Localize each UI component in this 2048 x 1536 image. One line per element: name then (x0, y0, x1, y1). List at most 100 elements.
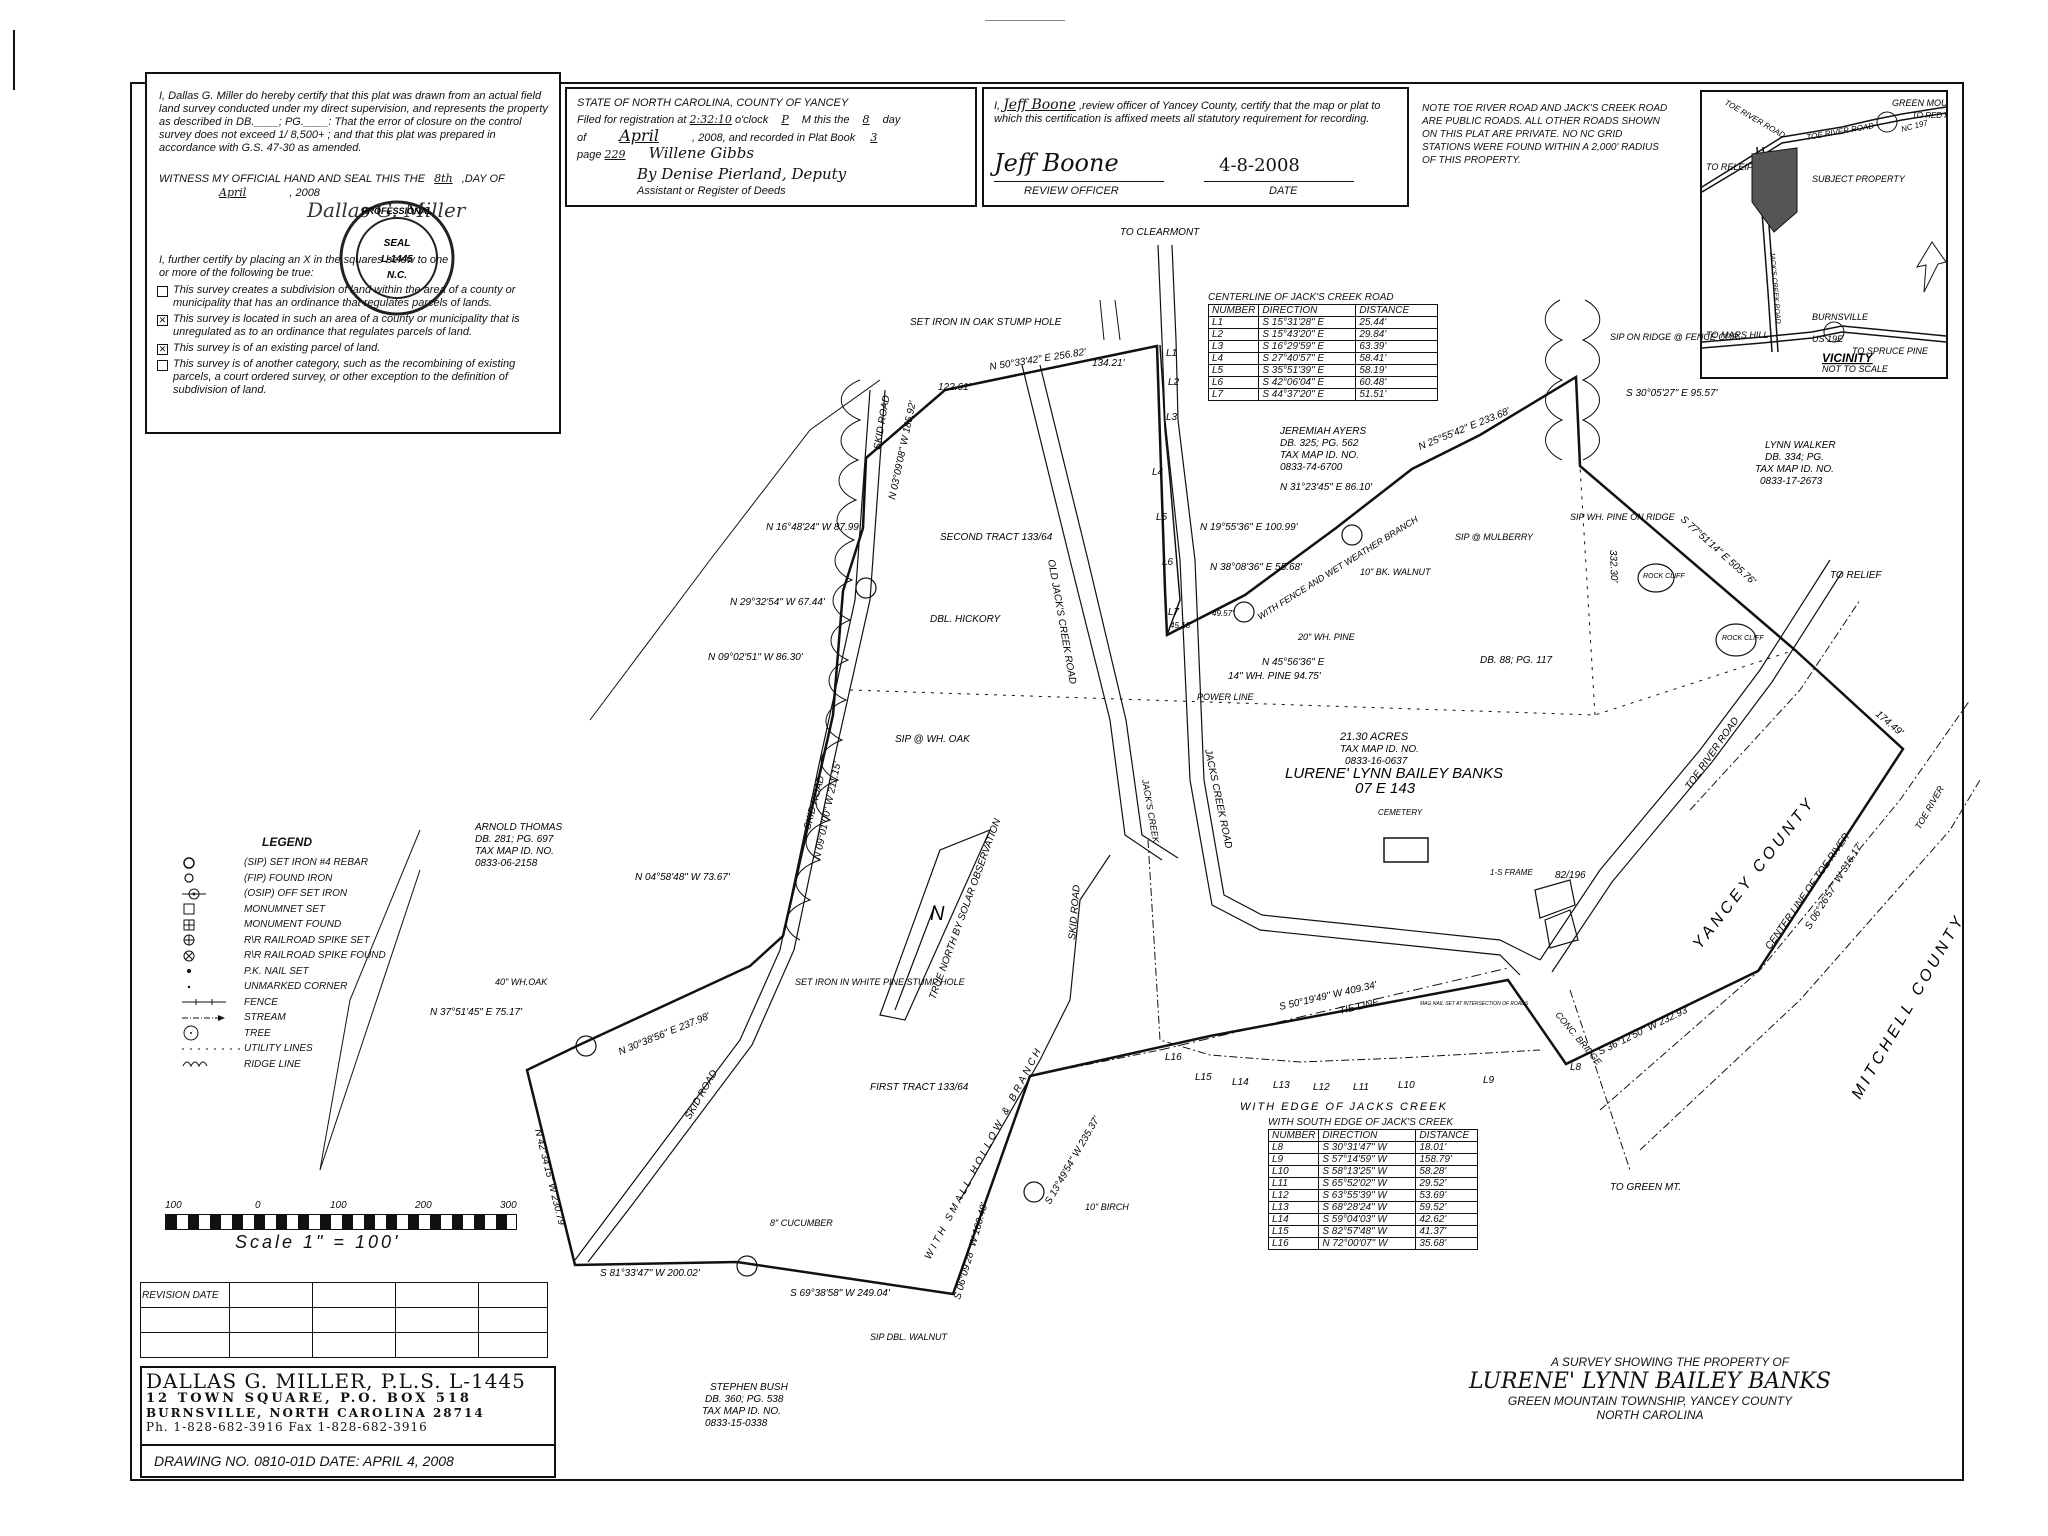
line-label-L11: L11 (1353, 1082, 1369, 1093)
power-line-label: POWER LINE (1197, 692, 1255, 702)
distance-label: 174.49' (1873, 709, 1906, 739)
north-letter: N (930, 903, 945, 925)
registration-line-2: of April , 2008, and recorded in Plat Bo… (577, 126, 878, 145)
legend-label: RIDGE LINE (244, 1058, 301, 1070)
dot-icon (182, 964, 244, 978)
table-cell: S 57°14'59" W (1318, 1153, 1417, 1166)
toe-river-road (1539, 559, 1831, 961)
property-boundary (525, 344, 1905, 1296)
roads-note: NOTE TOE RIVER ROAD AND JACK'S CREEK ROA… (1422, 103, 1668, 166)
db88-label: DB. 88; PG. 117 (1480, 655, 1553, 666)
dbl-hickory-label: DBL. HICKORY (930, 614, 1002, 625)
vicinity-subtitle: NOT TO SCALE (1822, 364, 1889, 374)
table-header: NUMBER (1207, 304, 1260, 317)
adjoiner-db: DB. 281; PG. 697 (475, 834, 554, 845)
drawing-number: DRAWING NO. 0810-01D DATE: APRIL 4, 2008 (154, 1453, 454, 1469)
registration-line-3: page 229 Willene Gibbs (577, 144, 755, 162)
line-label-L10: L10 (1398, 1080, 1415, 1091)
checkbox[interactable] (157, 286, 168, 297)
offset-iron-icon (182, 887, 244, 901)
left-margin-line (13, 30, 15, 90)
table-cell: L15 (1267, 1225, 1320, 1238)
checkbox[interactable]: ✕ (157, 344, 168, 355)
legend-label: (FIP) FOUND IRON (244, 872, 333, 884)
table-cell: L6 (1207, 376, 1260, 389)
bearing-label: S 36°12'50" W 232.93' (1596, 1004, 1691, 1058)
bearing-label: N 19°55'36" E 100.99' (1200, 522, 1299, 533)
to-clearmont-label: TO CLEARMONT (1120, 227, 1200, 238)
title-line-3: GREEN MOUNTAIN TOWNSHIP, YANCEY COUNTY (1507, 1394, 1793, 1408)
line-label-L8: L8 (1570, 1062, 1582, 1073)
legend-label: (SIP) SET IRON #4 REBAR (244, 857, 368, 869)
adjoiner-db: DB. 360; PG. 538 (705, 1394, 784, 1405)
legend-label: UTILITY LINES (244, 1043, 313, 1055)
title-line-4: NORTH CAROLINA (1596, 1408, 1704, 1422)
adjoiner-no: 0833-17-2673 (1760, 476, 1823, 487)
distance-label: 45.18' (1170, 621, 1192, 630)
owner-ref-label: 07 E 143 (1355, 780, 1416, 797)
witness-line: WITNESS MY OFFICIAL HAND AND SEAL THIS T… (159, 172, 505, 199)
checkbox[interactable] (157, 360, 168, 371)
yancey-county-label: YANCEY COUNTY (1690, 793, 1820, 952)
surveyor-phone: Ph. 1-828-682-3916 Fax 1-828-682-3916 (146, 1420, 428, 1434)
legend-item: (FIP) FOUND IRON (182, 871, 422, 887)
adjoiner-no: 0833-74-6700 (1280, 462, 1343, 473)
ridge-line (785, 379, 862, 941)
scale-bar: 100 0 100 200 300 Scale 1" = 100' (165, 1200, 525, 1253)
stream-icon (182, 1011, 244, 1025)
line-label-L3: L3 (1166, 412, 1178, 423)
table-caption: WITH SOUTH EDGE OF JACK'S CREEK (1268, 1117, 1454, 1128)
legend-label: R\R RAILROAD SPIKE FOUND (244, 950, 386, 962)
bearing-label: N 45°56'36" E (1262, 657, 1325, 668)
seal-text-1: PROFESSIONAL (361, 206, 432, 216)
adjoiner-line (589, 379, 881, 721)
checkbox[interactable]: ✕ (157, 315, 168, 326)
cucumber-label: 8" CUCUMBER (770, 1218, 833, 1228)
distance-label: 332.30' (1607, 550, 1619, 584)
legend-label: STREAM (244, 1012, 286, 1024)
table-cell: S 82°57'48" W (1318, 1225, 1417, 1238)
table-cell: S 44°37'20" E (1258, 388, 1357, 401)
date-line (1204, 181, 1354, 182)
frame-label: 1-S FRAME (1490, 868, 1533, 877)
ridge-icon (182, 1057, 244, 1071)
bearing-label: S 06°09'28" W 160.48' (952, 1201, 990, 1301)
square-cross-icon (182, 918, 244, 932)
skid-road (574, 389, 871, 1261)
square-icon (182, 902, 244, 916)
legend-item: (SIP) SET IRON #4 REBAR (182, 855, 422, 871)
table-cell: 58.41' (1355, 352, 1439, 365)
certificate-box: I, Dallas G. Miller do hereby certify th… (145, 72, 561, 434)
table-cell: L5 (1207, 364, 1260, 377)
legend-label: FENCE (244, 996, 278, 1008)
legend-item: MONUMENT FOUND (182, 917, 422, 933)
distance-label: 49.57' (1212, 609, 1234, 618)
scale-checker (165, 1214, 517, 1230)
bearing-label: S 69°38'58" W 249.04' (790, 1288, 891, 1299)
review-date-label: DATE (1269, 185, 1298, 197)
bearing-label: N 29°32'54" W 67.44' (730, 597, 826, 608)
legend-item: UNMARKED CORNER (182, 979, 422, 995)
table-cell: 42.62' (1415, 1213, 1479, 1226)
tree-icon (575, 1035, 597, 1057)
dot-small-icon (182, 980, 244, 994)
tax-number-label: 0833-16-0637 (1345, 756, 1408, 767)
bearing-label: N 16°48'24" W 87.99' (766, 522, 862, 533)
option-row: ✕This survey is located in such an area … (157, 313, 520, 338)
sip-pine-label: SIP WH. PINE ON RIDGE (1570, 512, 1676, 522)
acreage-label: 21.30 ACRES (1339, 731, 1409, 743)
scale-tick: 200 (415, 1200, 432, 1211)
table-cell: S 27°40'57" E (1258, 352, 1357, 365)
sip-mulberry-label: SIP @ MULBERRY (1455, 532, 1534, 542)
table-cell: S 68°28'24" W (1318, 1201, 1417, 1214)
jacks-creek-centerline (1159, 344, 1181, 636)
table-cell: 58.19' (1355, 364, 1439, 377)
centerline-table: CENTERLINE OF JACK'S CREEK ROAD NUMBER D… (1207, 292, 1439, 401)
toe-river-road-edge (1551, 571, 1843, 973)
